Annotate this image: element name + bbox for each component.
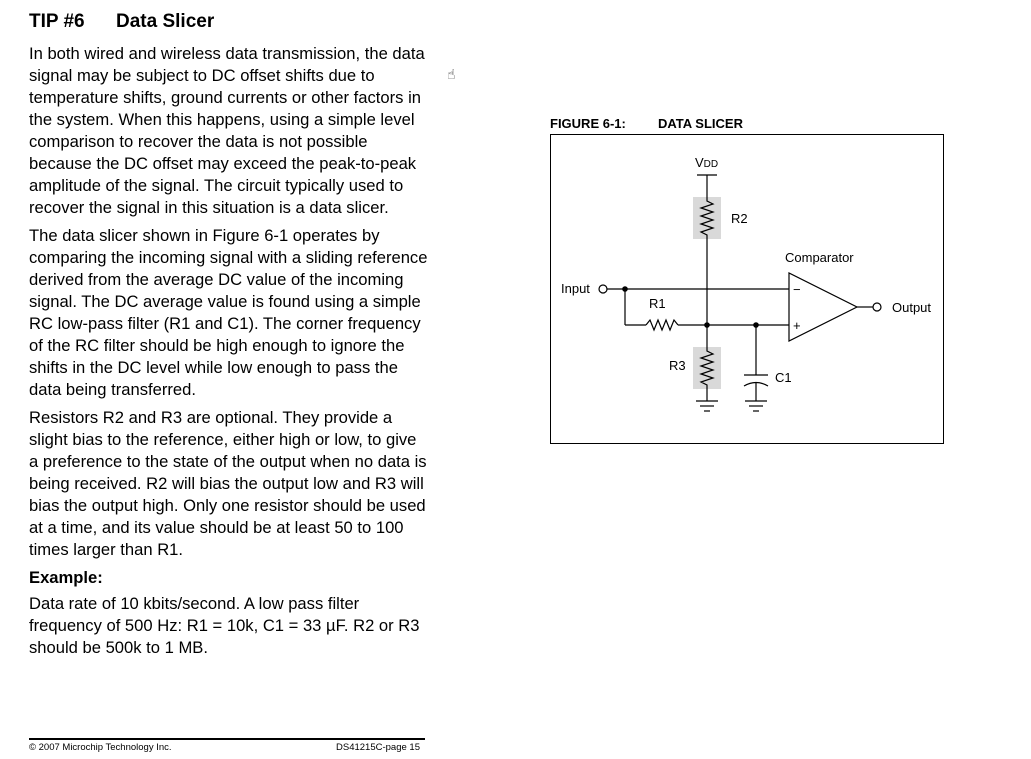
vdd-label: VDD <box>695 155 718 170</box>
tip-title: Data Slicer <box>116 11 215 32</box>
junction-input <box>622 286 628 292</box>
input-label: Input <box>561 281 590 296</box>
r2-zigzag <box>699 197 715 239</box>
example-heading: Example: <box>29 568 103 587</box>
output-terminal <box>872 302 882 312</box>
example-text: Data rate of 10 kbits/second. A low pass… <box>29 594 420 657</box>
plus-label: + <box>793 318 801 333</box>
footer-page-number: DS41215C-page 15 <box>336 742 420 753</box>
tip-number: TIP #6 <box>29 11 85 32</box>
hand-cursor-icon: ☝ <box>447 66 456 82</box>
figure-title: DATA SLICER <box>658 116 743 131</box>
r1-label: R1 <box>649 296 666 311</box>
r1-zigzag <box>645 318 679 332</box>
r3-zigzag <box>699 347 715 389</box>
figure-caption: FIGURE 6-1: DATA SLICER <box>550 116 743 131</box>
c1-label: C1 <box>775 370 792 385</box>
minus-label: − <box>793 282 801 297</box>
footer-copyright: © 2007 Microchip Technology Inc. <box>29 742 172 753</box>
data-slicer-diagram: VDD R2 R1 R3 C1 Input Output Comparator … <box>550 134 944 444</box>
comparator-label: Comparator <box>785 250 854 265</box>
r2-label: R2 <box>731 211 748 226</box>
junction-c1 <box>753 322 759 328</box>
body-text: In both wired and wireless data transmis… <box>29 43 429 665</box>
junction-bias <box>704 322 710 328</box>
paragraph-2: The data slicer shown in Figure 6-1 oper… <box>29 226 428 399</box>
r3-label: R3 <box>669 358 686 373</box>
output-label: Output <box>892 300 931 315</box>
tip-heading: TIP #6 Data Slicer <box>29 11 214 33</box>
paragraph-3: Resistors R2 and R3 are optional. They p… <box>29 408 427 559</box>
footer-divider <box>29 738 425 740</box>
figure-number: FIGURE 6-1: <box>550 116 626 131</box>
schematic-svg: VDD R2 R1 R3 C1 Input Output Comparator … <box>561 155 931 412</box>
comparator-triangle <box>788 272 859 342</box>
paragraph-1: In both wired and wireless data transmis… <box>29 44 425 217</box>
input-terminal <box>598 284 608 294</box>
